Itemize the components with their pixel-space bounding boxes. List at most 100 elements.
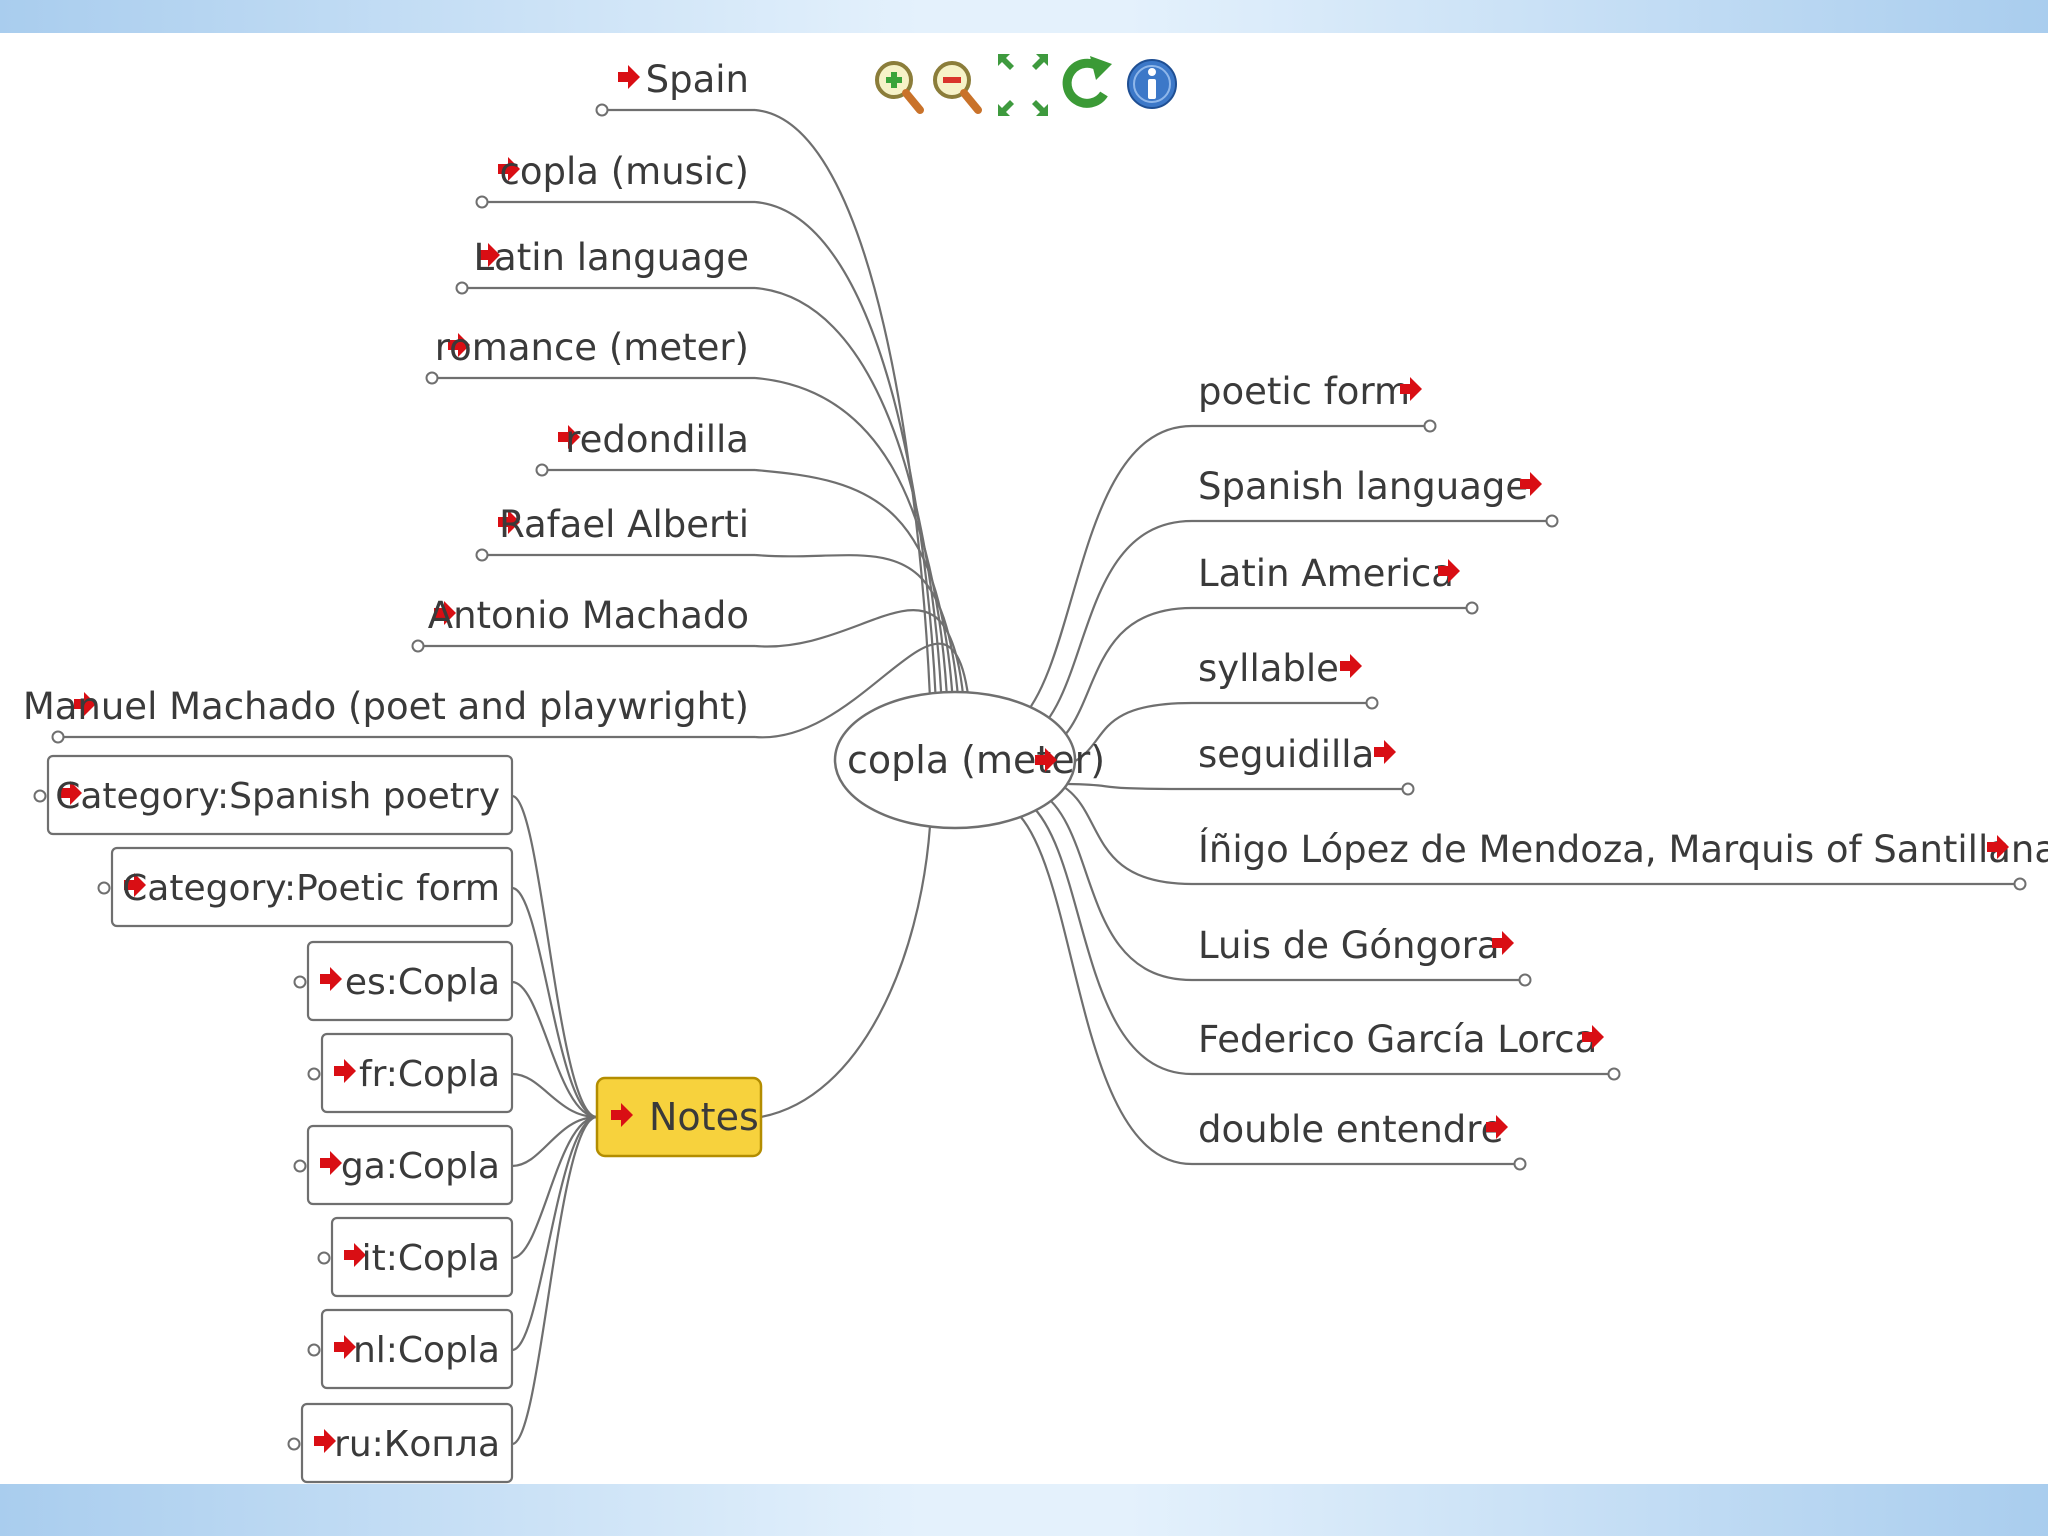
expand-handle[interactable] [317, 1251, 331, 1265]
node-label: es:Copla [345, 962, 500, 1003]
right-node[interactable]: Federico García Lorca [1192, 1018, 1621, 1081]
notes-child-node[interactable]: it:Copla [317, 1216, 514, 1298]
link-arrow-icon[interactable] [1035, 748, 1057, 772]
link-arrow-icon[interactable] [314, 1429, 336, 1453]
right-node[interactable]: poetic form [1192, 370, 1437, 433]
link-arrow-icon[interactable] [334, 1059, 356, 1083]
expand-handle[interactable] [595, 103, 609, 117]
link-arrow-icon[interactable] [1374, 740, 1396, 764]
notes-child-node[interactable]: Category:Poetic form [97, 846, 514, 928]
connector-line [1019, 815, 1193, 1166]
left-node[interactable]: Manuel Machado (poet and playwright) [23, 685, 755, 744]
link-arrow-icon[interactable] [448, 333, 470, 357]
node-label: it:Copla [362, 1238, 500, 1279]
expand-handle[interactable] [1401, 782, 1415, 796]
center-node[interactable]: copla (meter) [833, 690, 1105, 830]
expand-handle[interactable] [33, 789, 47, 803]
node-label: ru:Копла [334, 1424, 500, 1465]
node-label: Antonio Machado [428, 594, 749, 637]
left-node[interactable]: Antonio Machado [411, 594, 756, 653]
link-arrow-icon[interactable] [558, 425, 580, 449]
expand-handle[interactable] [1423, 419, 1437, 433]
expand-handle[interactable] [455, 281, 469, 295]
zoom-in-icon[interactable] [870, 50, 928, 120]
link-arrow-icon[interactable] [434, 601, 456, 625]
expand-handle[interactable] [475, 195, 489, 209]
expand-handle[interactable] [475, 548, 489, 562]
expand-handle[interactable] [307, 1343, 321, 1357]
expand-handle[interactable] [1465, 601, 1479, 615]
left-node[interactable]: romance (meter) [425, 326, 756, 385]
link-arrow-icon[interactable] [320, 1151, 342, 1175]
expand-handle[interactable] [287, 1437, 301, 1451]
expand-handle[interactable] [97, 881, 111, 895]
connector-line [511, 1115, 598, 1352]
link-arrow-icon[interactable] [74, 692, 96, 716]
fit-to-screen-icon[interactable] [994, 50, 1052, 120]
link-arrow-icon[interactable] [334, 1335, 356, 1359]
link-arrow-icon[interactable] [60, 781, 82, 805]
notes-child-node[interactable]: ga:Copla [293, 1124, 514, 1206]
notes-child-node[interactable]: ru:Копла [287, 1402, 514, 1484]
link-arrow-icon[interactable] [320, 967, 342, 991]
expand-handle[interactable] [535, 463, 549, 477]
zoom-out-icon[interactable] [928, 50, 986, 120]
right-node[interactable]: Latin America [1192, 552, 1479, 615]
bottom-border-band [0, 1484, 2048, 1536]
link-arrow-icon[interactable] [1582, 1025, 1604, 1049]
right-node[interactable]: Íñigo López de Mendoza, Marquis of Santi… [1192, 827, 2048, 891]
link-arrow-icon[interactable] [124, 873, 146, 897]
link-arrow-icon[interactable] [1987, 835, 2009, 859]
link-arrow-icon[interactable] [344, 1243, 366, 1267]
left-node[interactable]: Rafael Alberti [475, 503, 756, 562]
link-arrow-icon[interactable] [1400, 377, 1422, 401]
expand-handle[interactable] [1513, 1157, 1527, 1171]
link-arrow-icon[interactable] [1520, 472, 1542, 496]
expand-handle[interactable] [307, 1067, 321, 1081]
connector-line [754, 468, 956, 723]
refresh-icon[interactable] [1060, 50, 1118, 120]
right-node[interactable]: Luis de Góngora [1192, 924, 1532, 987]
notes-child-node[interactable]: nl:Copla [307, 1308, 514, 1390]
link-arrow-icon[interactable] [1340, 654, 1362, 678]
notes-child-node[interactable]: es:Copla [293, 940, 514, 1022]
right-node[interactable]: syllable [1192, 647, 1379, 710]
left-node[interactable]: Latin language [455, 236, 756, 295]
connector-line [1029, 803, 1193, 1076]
info-icon[interactable] [1126, 50, 1184, 120]
notes-child-node[interactable]: fr:Copla [307, 1032, 514, 1114]
node-label: Manuel Machado (poet and playwright) [23, 685, 749, 728]
expand-handle[interactable] [1607, 1067, 1621, 1081]
link-arrow-icon[interactable] [1486, 1115, 1508, 1139]
expand-handle[interactable] [1518, 973, 1532, 987]
node-label: redondilla [565, 418, 749, 461]
link-arrow-icon[interactable] [478, 243, 500, 267]
expand-handle[interactable] [425, 371, 439, 385]
expand-handle[interactable] [293, 975, 307, 989]
left-node[interactable]: redondilla [535, 418, 756, 477]
link-arrow-icon[interactable] [1492, 931, 1514, 955]
expand-handle[interactable] [2013, 877, 2027, 891]
expand-handle[interactable] [293, 1159, 307, 1173]
expand-handle[interactable] [51, 730, 65, 744]
left-node[interactable]: Spain [595, 58, 756, 117]
right-node[interactable]: seguidilla [1192, 733, 1415, 796]
right-node[interactable]: double entendre [1192, 1108, 1527, 1171]
child-box [46, 754, 514, 836]
notes-node[interactable]: Notes [595, 1076, 763, 1158]
expand-handle[interactable] [1545, 514, 1559, 528]
link-arrow-icon[interactable] [611, 1103, 633, 1127]
link-arrow-icon[interactable] [498, 510, 520, 534]
link-arrow-icon[interactable] [498, 157, 520, 181]
left-node[interactable]: copla (music) [475, 150, 756, 209]
expand-handle[interactable] [1365, 696, 1379, 710]
expand-handle[interactable] [411, 639, 425, 653]
connector-line [754, 286, 944, 711]
node-label: Category:Spanish poetry [55, 776, 500, 817]
connector-line [760, 825, 932, 1119]
right-node[interactable]: Spanish language [1192, 465, 1559, 528]
link-arrow-icon[interactable] [1438, 559, 1460, 583]
notes-child-node[interactable]: Category:Spanish poetry [33, 754, 514, 836]
link-arrow-icon[interactable] [618, 65, 640, 89]
